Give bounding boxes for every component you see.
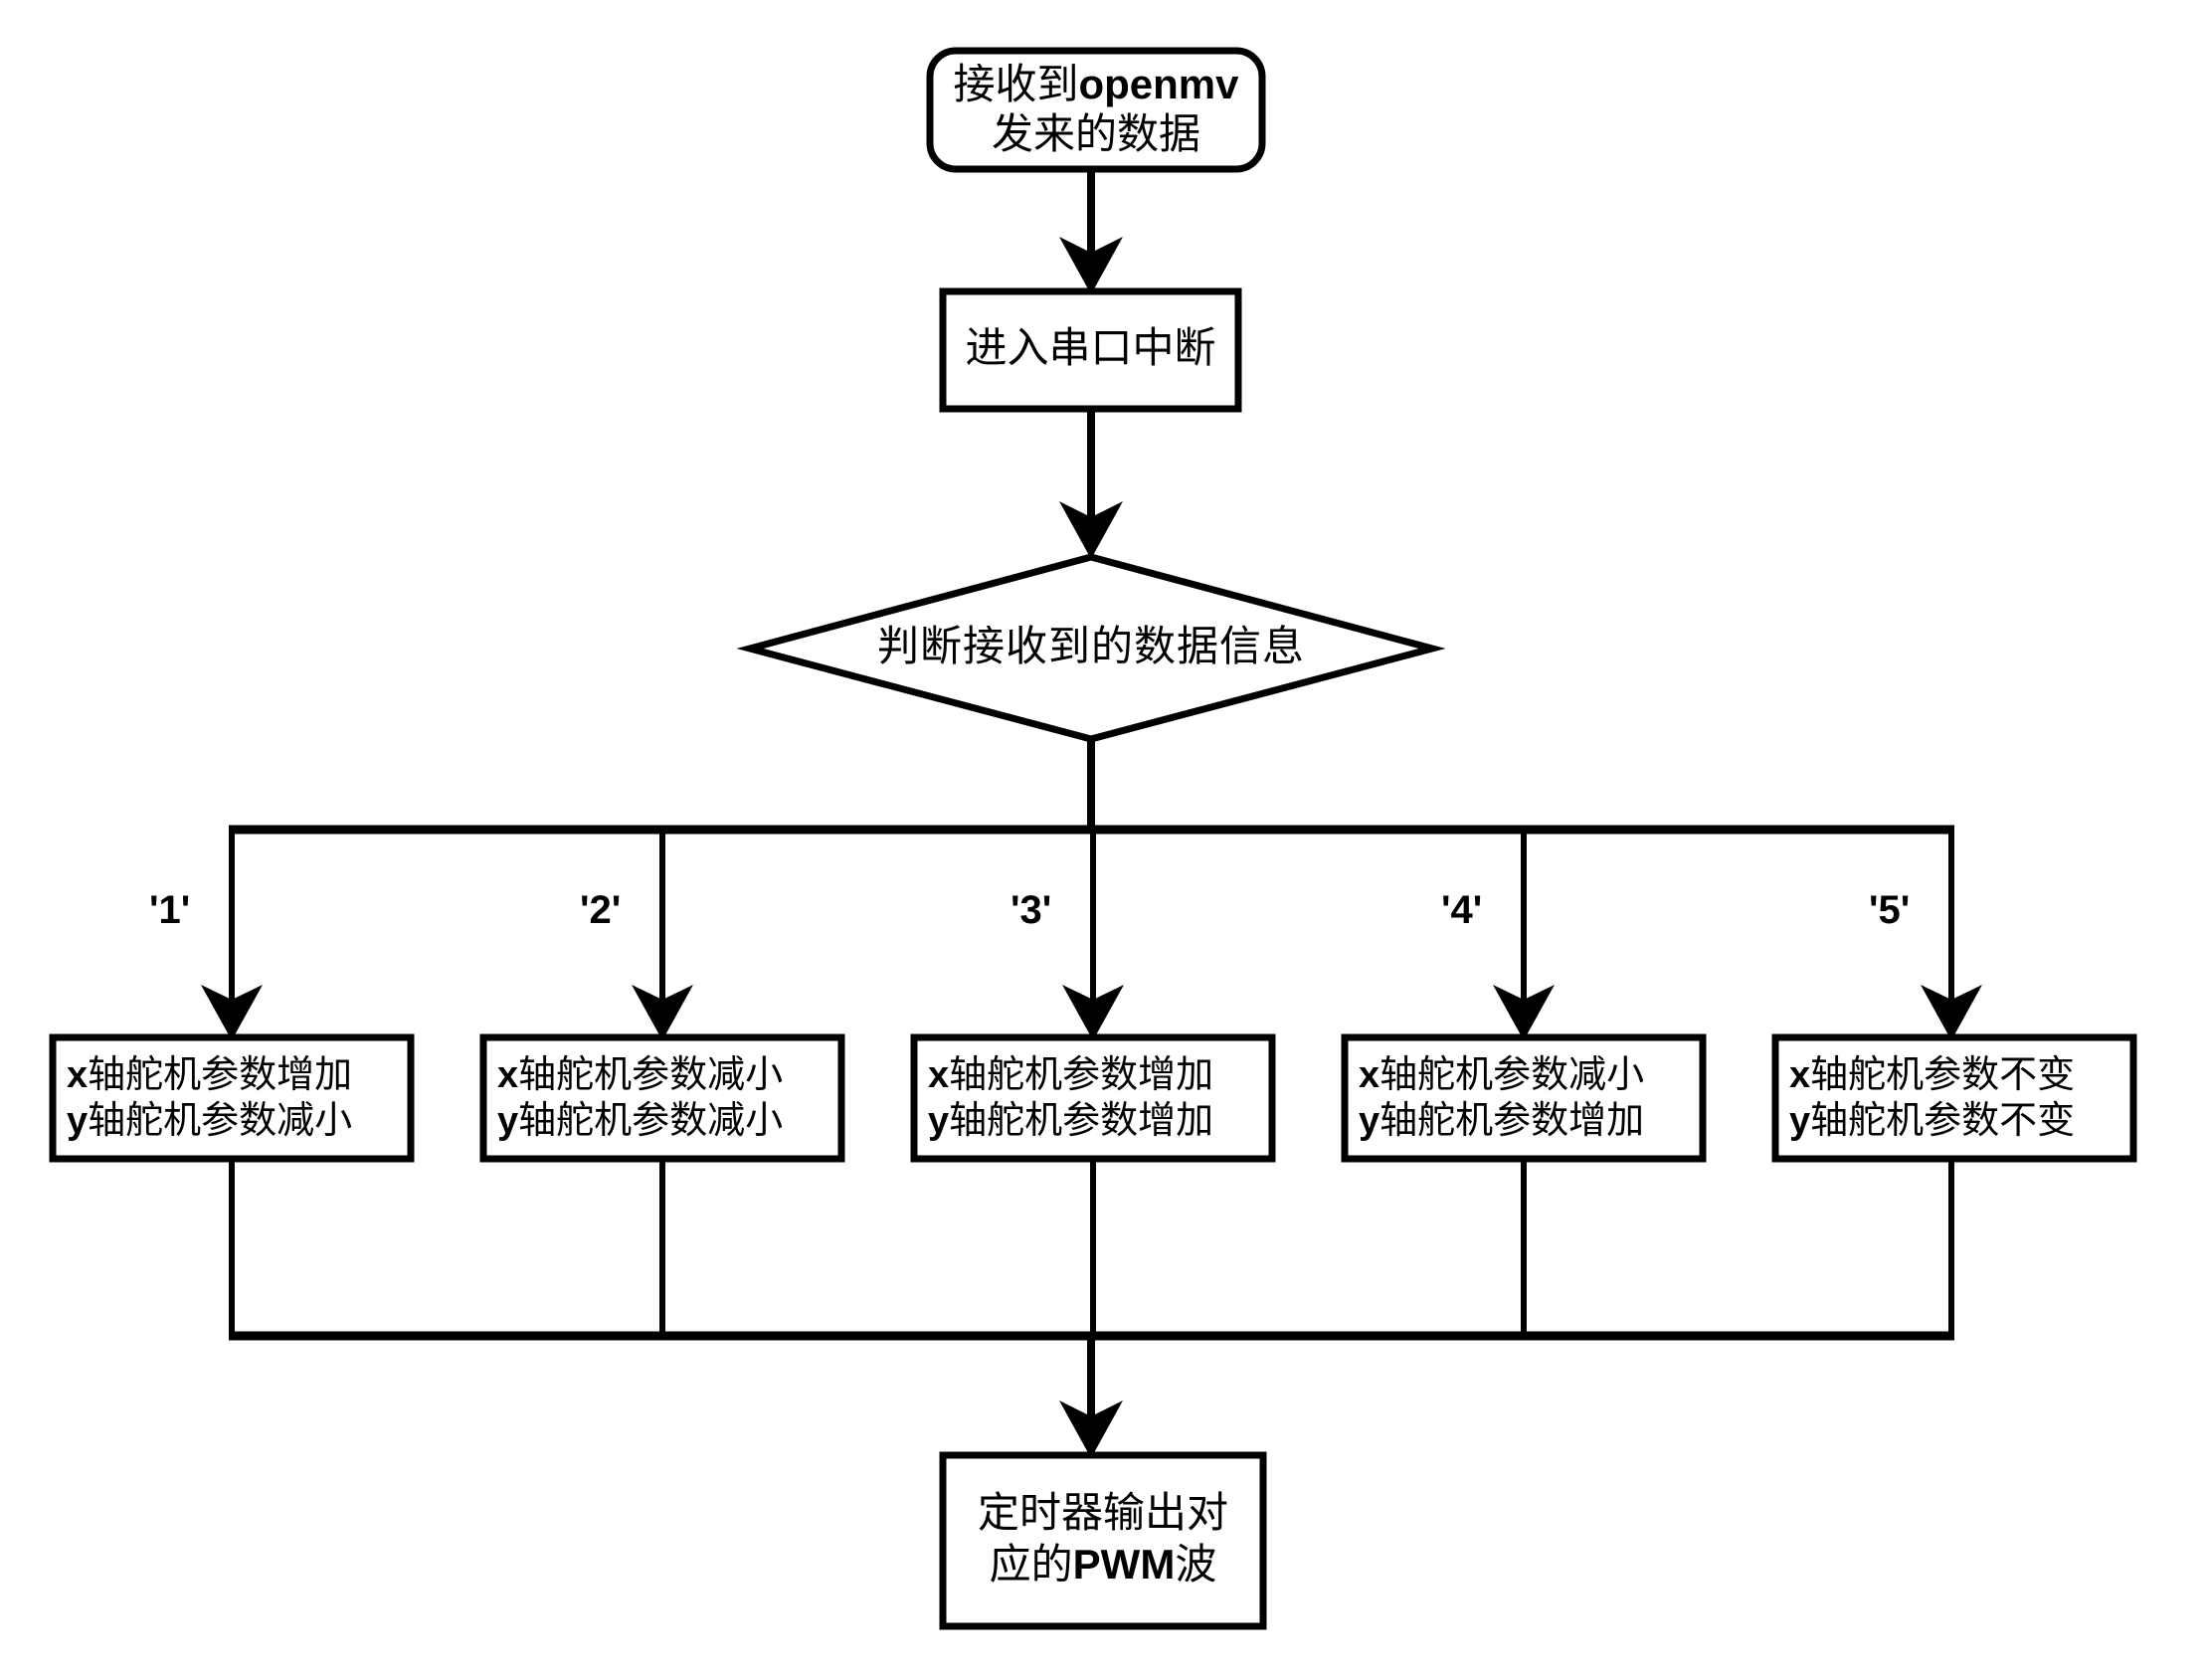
- edge-label-branch-4: '4': [1441, 888, 1483, 932]
- arrowhead-split-to-branch-2: [632, 985, 693, 1040]
- start-node-shape: [926, 47, 1266, 173]
- edge-label-branch-5: '5': [1869, 888, 1911, 932]
- arrowhead-split-to-branch-3: [1062, 985, 1124, 1040]
- arrowhead-split-to-branch-1: [201, 985, 263, 1040]
- arrowhead-split-to-branch-4: [1493, 985, 1555, 1040]
- branch-box-4-shape: [1341, 1033, 1707, 1163]
- branch-box-3-shape: [910, 1033, 1276, 1163]
- edge-label-branch-2: '2': [580, 888, 622, 932]
- branch-box-2-shape: [479, 1033, 845, 1163]
- arrowhead-start-to-interrupt: [1059, 237, 1123, 294]
- arrowhead-split-to-branch-5: [1921, 985, 1982, 1040]
- arrowhead-interrupt-to-decision: [1059, 501, 1123, 559]
- edge-label-branch-1: '1': [149, 888, 191, 932]
- enter-interrupt-node-shape: [939, 287, 1242, 413]
- arrowhead-merge-to-output: [1059, 1400, 1123, 1458]
- output-node-shape: [939, 1451, 1267, 1630]
- decision-node-shape: [736, 553, 1446, 743]
- branch-box-1-shape: [49, 1033, 415, 1163]
- branch-box-5-shape: [1771, 1033, 2137, 1163]
- edge-label-branch-3: '3': [1011, 888, 1052, 932]
